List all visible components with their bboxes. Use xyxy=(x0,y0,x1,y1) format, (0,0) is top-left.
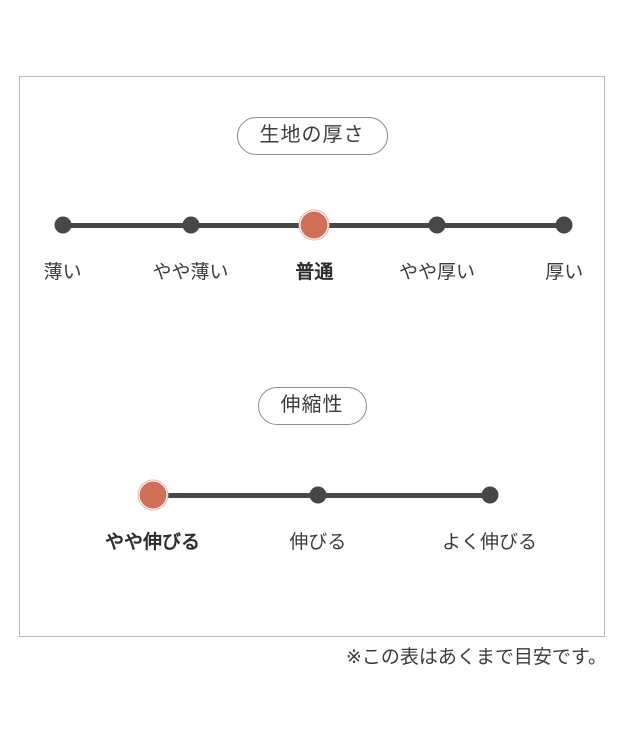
scale-label-thin: 薄い xyxy=(43,262,82,283)
scale-label-slightly-thick: やや厚い xyxy=(398,262,475,283)
metric-badge-stretchiness: 伸縮性 xyxy=(257,387,367,425)
scale-stop-slightly-thin[interactable] xyxy=(182,216,200,234)
scale-track-fabric-thickness xyxy=(20,197,604,257)
scale-labels-stretchiness: やや伸びる 伸びる よく伸びる xyxy=(20,533,604,567)
scale-stop-thin[interactable] xyxy=(54,216,72,234)
scale-label-normal: 普通 xyxy=(295,262,334,283)
scale-stop-slightly-stretchy[interactable] xyxy=(139,481,167,509)
badge-row: 生地の厚さ xyxy=(20,117,604,155)
metric-badge-fabric-thickness: 生地の厚さ xyxy=(236,117,388,155)
badge-row: 伸縮性 xyxy=(20,387,604,425)
scale-stop-stretchy[interactable] xyxy=(309,486,327,504)
scale-label-slightly-thin: やや薄い xyxy=(152,262,229,283)
scale-track-stretchiness xyxy=(20,467,604,527)
scale-stop-thick[interactable] xyxy=(555,216,573,234)
scale-stop-normal[interactable] xyxy=(300,211,328,239)
scale-label-thick: 厚い xyxy=(545,262,584,283)
metric-fabric-thickness: 生地の厚さ 薄い やや薄い 普通 やや厚い 厚い xyxy=(20,117,604,297)
scale-stop-very-stretchy[interactable] xyxy=(481,486,499,504)
scale-stop-slightly-thick[interactable] xyxy=(428,216,446,234)
metric-stretchiness: 伸縮性 やや伸びる 伸びる よく伸びる xyxy=(20,387,604,567)
fabric-spec-panel: 生地の厚さ 薄い やや薄い 普通 やや厚い 厚い 伸縮性 xyxy=(19,76,605,637)
scale-labels-fabric-thickness: 薄い やや薄い 普通 やや厚い 厚い xyxy=(20,263,604,297)
disclaimer-note: ※この表はあくまで目安です。 xyxy=(345,647,607,668)
scale-label-very-stretchy: よく伸びる xyxy=(442,532,538,553)
scale-label-slightly-stretchy: やや伸びる xyxy=(105,532,201,553)
scale-label-stretchy: 伸びる xyxy=(289,532,347,553)
